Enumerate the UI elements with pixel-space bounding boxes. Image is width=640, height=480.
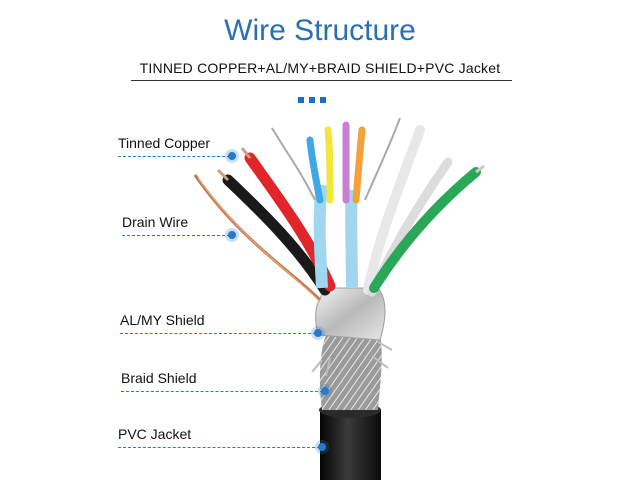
- marker-pvc-jacket: [318, 443, 326, 451]
- blue-conductor: [306, 136, 324, 204]
- braid-shield-body: [319, 335, 382, 410]
- pvc-jacket-body: [320, 410, 381, 480]
- marker-al-my-shield: [314, 329, 322, 337]
- white-conductor-1: [363, 125, 425, 295]
- marker-braid-shield: [321, 387, 329, 395]
- marker-tinned-copper: [228, 152, 236, 160]
- label-drain-wire: Drain Wire: [122, 214, 189, 230]
- decorative-dots: [298, 90, 331, 108]
- leader-pvc-jacket: [118, 447, 320, 448]
- label-braid-shield: Braid Shield: [121, 370, 197, 386]
- green-conductor: [369, 167, 481, 293]
- leader-braid-shield: [121, 391, 323, 392]
- leader-tinned-copper: [118, 156, 230, 157]
- label-al-my-shield: AL/MY Shield: [120, 312, 205, 328]
- label-tinned-copper: Tinned Copper: [118, 135, 211, 151]
- page-title: Wire Structure: [224, 14, 416, 47]
- leader-al-my-shield: [120, 333, 316, 334]
- page-subtitle: TINNED COPPER+AL/MY+BRAID SHIELD+PVC Jac…: [139, 60, 501, 76]
- leader-drain-wire: [122, 235, 230, 236]
- marker-drain-wire: [228, 231, 236, 239]
- al-my-shield-body: [315, 287, 386, 341]
- yellow-conductor: [324, 126, 334, 204]
- subtitle-underline: [131, 80, 512, 81]
- orange-conductor: [352, 126, 366, 204]
- label-pvc-jacket: PVC Jacket: [118, 426, 192, 442]
